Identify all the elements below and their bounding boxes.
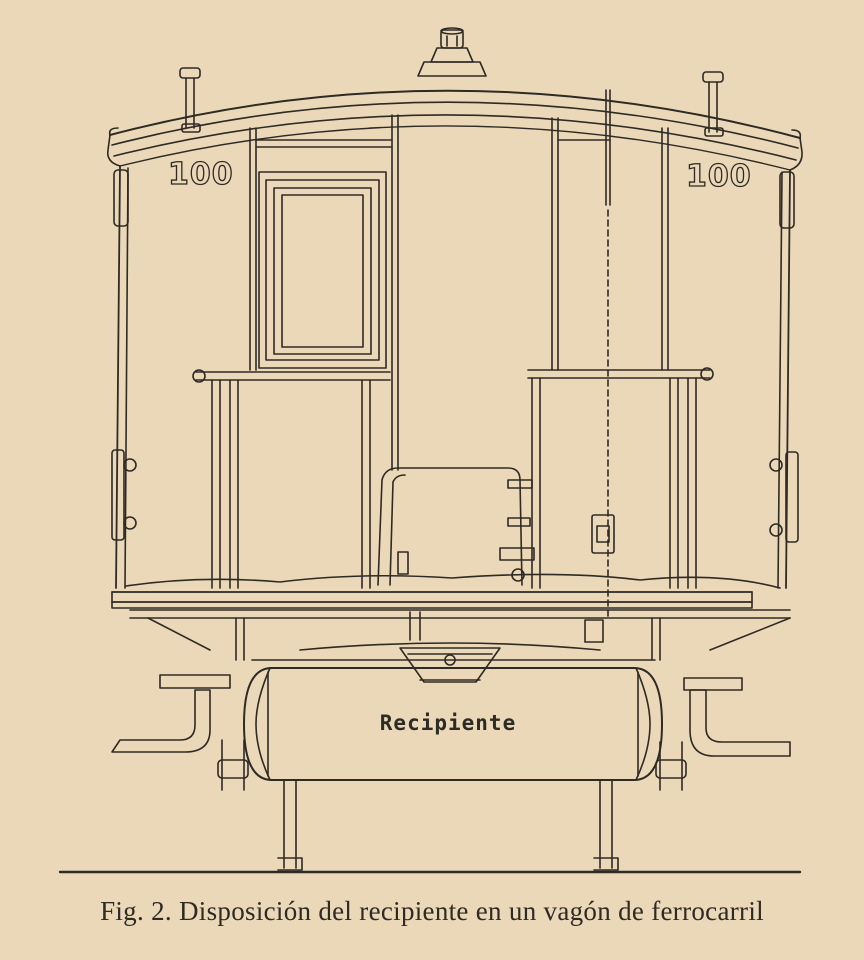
car-platform (111, 573, 791, 651)
underframe (235, 611, 661, 683)
lamp-hook-left (179, 67, 201, 133)
end-wall-panels (249, 114, 669, 471)
buffer-right (655, 677, 791, 791)
car-body-outline (111, 165, 799, 589)
tank-supports (277, 779, 619, 871)
roof (106, 89, 803, 171)
tank (243, 667, 663, 781)
gangway-box (377, 467, 535, 586)
tank-label: Recipiente (380, 711, 516, 735)
figure-caption: Fig. 2. Disposición del recipiente en un… (0, 896, 864, 927)
brake-cord (591, 89, 615, 621)
lamp-hook-right (702, 71, 724, 137)
car-number-left: 100 (168, 157, 234, 192)
handrail-left (192, 369, 391, 589)
end-window (258, 171, 387, 369)
handrail-right (527, 367, 714, 589)
car-number-right: 100 (686, 159, 752, 194)
buffer-left (111, 674, 249, 791)
roof-vent (417, 27, 487, 77)
caption-prefix: Fig. 2. (100, 896, 172, 926)
caption-text: Disposición del recipiente en un vagón d… (179, 896, 764, 926)
